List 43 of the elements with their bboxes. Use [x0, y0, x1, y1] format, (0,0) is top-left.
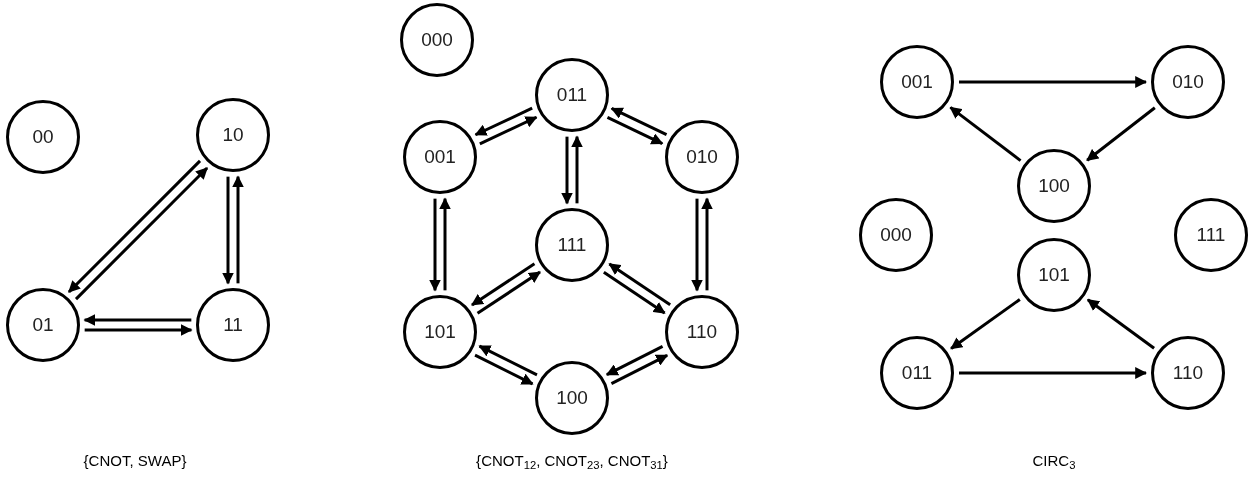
- state-label: 10: [222, 122, 244, 147]
- arrow: [1086, 106, 1156, 162]
- state-label: 100: [556, 385, 588, 410]
- arrow: [608, 262, 671, 306]
- arrow: [471, 262, 536, 307]
- arrow: [476, 270, 541, 315]
- state-label: 111: [1196, 222, 1226, 247]
- graph-caption: CIRC$_{3}$: [1032, 451, 1076, 473]
- state-label: 110: [686, 319, 718, 344]
- arrow: [691, 198, 703, 292]
- arrow: [603, 271, 666, 315]
- state-label: 011: [901, 360, 933, 385]
- state-label: 01: [32, 312, 54, 337]
- arrow: [439, 197, 451, 291]
- state-label: 101: [1038, 262, 1070, 287]
- arrow: [67, 159, 202, 294]
- state-label: 011: [556, 82, 588, 107]
- state-label: 110: [1172, 360, 1204, 385]
- arrow: [222, 176, 234, 285]
- arrow: [84, 324, 193, 336]
- state-label: 000: [880, 222, 912, 247]
- arrow: [701, 197, 713, 291]
- arrow: [429, 198, 441, 292]
- state-label: 11: [223, 312, 243, 337]
- state-label: 001: [424, 144, 456, 169]
- arrow: [571, 135, 583, 204]
- state-label: 000: [421, 27, 453, 52]
- arrow: [959, 367, 1148, 379]
- arrow: [949, 106, 1022, 162]
- graph-caption: {CNOT, SWAP}: [83, 451, 187, 471]
- arrow: [83, 314, 192, 326]
- state-label: 010: [686, 144, 718, 169]
- arrow: [561, 136, 573, 205]
- state-label: 001: [901, 69, 933, 94]
- state-label: 010: [1172, 69, 1204, 94]
- state-label: 00: [32, 124, 54, 149]
- graph-caption: {CNOT$_{12}$, CNOT$_{23}$, CNOT$_{31}$}: [476, 451, 668, 473]
- arrow: [74, 166, 209, 301]
- state-label: 111: [557, 232, 587, 257]
- arrow: [959, 76, 1148, 88]
- state-label: 101: [424, 319, 456, 344]
- arrow: [232, 175, 244, 284]
- state-label: 100: [1038, 173, 1070, 198]
